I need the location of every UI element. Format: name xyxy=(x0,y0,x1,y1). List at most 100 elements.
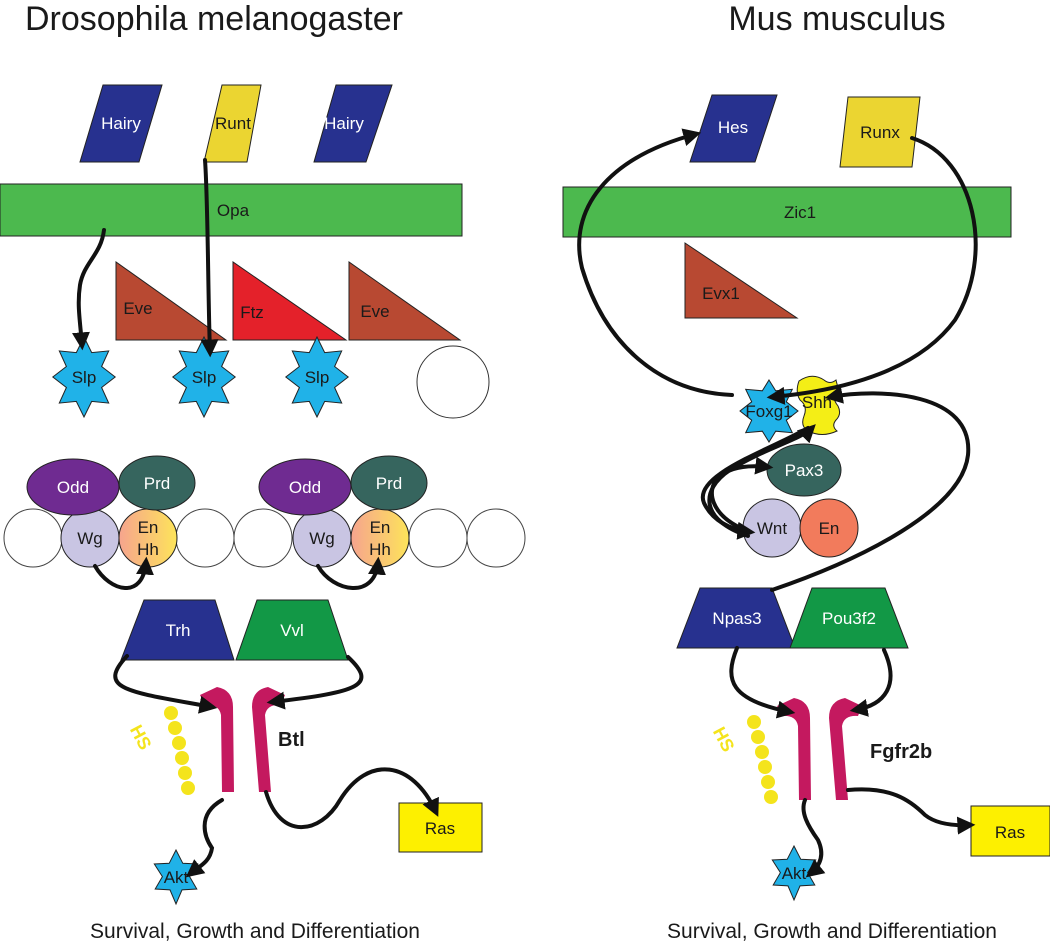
hairy-node-1: Hairy xyxy=(79,84,163,163)
en-label-2: En xyxy=(370,518,391,537)
en-node: En xyxy=(799,498,859,558)
vvl-to-btl-arrow xyxy=(266,655,364,710)
prd-node-2: Prd xyxy=(350,455,428,511)
segment-cell xyxy=(466,508,526,568)
akt-label-right: Akt xyxy=(782,864,807,883)
hh-label-1: Hh xyxy=(137,540,159,559)
foxg1-label: Foxg1 xyxy=(745,402,792,421)
en-shape xyxy=(799,498,859,558)
ras-shape-left xyxy=(398,802,483,853)
slp-node-2: Slp xyxy=(171,335,237,419)
akt-node-left: Akt xyxy=(153,848,199,906)
btl-receptor: Btl xyxy=(200,687,305,792)
hs-bead xyxy=(747,715,761,729)
wg-label-1: Wg xyxy=(77,529,103,548)
evx1-label: Evx1 xyxy=(702,284,740,303)
wg-to-enhh-arrow-2 xyxy=(316,556,386,590)
foxg1-node: Foxg1 xyxy=(739,379,799,443)
mouse-title: Mus musculus xyxy=(728,0,945,38)
btl-to-akt-arrow xyxy=(185,798,224,878)
ras-label-right: Ras xyxy=(995,823,1025,842)
odd-label-1: Odd xyxy=(57,478,89,497)
wg-label-2: Wg xyxy=(309,529,335,548)
akt-node-right: Akt xyxy=(771,844,817,902)
trh-to-btl-arrow xyxy=(113,654,218,714)
runt-shape xyxy=(203,84,262,163)
wnt-label: Wnt xyxy=(757,519,788,538)
fgfr2b-receptor-left xyxy=(777,698,811,800)
trh-shape xyxy=(120,599,235,661)
vvl-node: Vvl xyxy=(235,599,349,661)
runx-label: Runx xyxy=(860,123,900,142)
eve-label-1: Eve xyxy=(123,299,152,318)
slp-star-3 xyxy=(284,335,350,419)
vvl-label: Vvl xyxy=(280,621,304,640)
ras-label-left: Ras xyxy=(425,819,455,838)
hs-bead xyxy=(764,790,778,804)
btl-label: Btl xyxy=(278,729,305,751)
wg-cell-2: Wg xyxy=(292,508,352,568)
zic1-label: Zic1 xyxy=(784,203,816,222)
empty-cell xyxy=(416,345,490,419)
runx-node: Runx xyxy=(839,96,921,168)
hs-bead xyxy=(175,751,189,765)
hs-bead xyxy=(168,721,182,735)
prd-label-2: Prd xyxy=(376,474,402,493)
caption-left: Survival, Growth and Differentiation xyxy=(90,920,420,943)
fgfr2b-label: Fgfr2b xyxy=(870,741,932,763)
hairy-shape-1 xyxy=(79,84,163,163)
vvl-shape xyxy=(235,599,349,661)
wnt-pax3-loop-arrow-c xyxy=(707,424,816,538)
hs-bead xyxy=(178,766,192,780)
zic1-bar: Zic1 xyxy=(562,186,1012,238)
zic1-shape xyxy=(562,186,1012,238)
caption-right: Survival, Growth and Differentiation xyxy=(667,920,997,943)
segment-cell xyxy=(175,508,235,568)
eve-shape-1 xyxy=(115,261,228,341)
slp-star-1 xyxy=(51,335,117,419)
segment-cell xyxy=(3,508,63,568)
hairy-label-2: Hairy xyxy=(324,114,364,133)
en-label: En xyxy=(819,519,840,538)
ras-node-left: Ras xyxy=(398,802,483,853)
runt-to-slp-arrow xyxy=(200,158,219,358)
prd-label-1: Prd xyxy=(144,474,170,493)
prd-node-1: Prd xyxy=(118,455,196,511)
hs-bead xyxy=(172,736,186,750)
runx-to-foxg1-arrow xyxy=(766,136,978,405)
npas3-to-fgfr2b-arrow xyxy=(729,646,796,719)
pax3-label: Pax3 xyxy=(785,461,824,480)
odd-node-1: Odd xyxy=(26,458,120,516)
mouse-panel: Mus musculus Hes Runx Zic1 Evx1 Foxg1 Sh… xyxy=(562,0,1050,943)
foxg1-to-hes-arrow xyxy=(577,128,734,397)
prd-shape-1 xyxy=(118,455,196,511)
hs-bead xyxy=(164,706,178,720)
hs-bead xyxy=(758,760,772,774)
pou3f2-shape xyxy=(789,587,909,649)
hs-bead xyxy=(761,775,775,789)
eve-label-2: Eve xyxy=(360,302,389,321)
shh-label: Shh xyxy=(802,393,832,412)
fgfr2b-to-akt-arrow xyxy=(801,798,826,878)
eve-shape-2 xyxy=(348,261,462,341)
eve-node-2: Eve xyxy=(348,261,462,341)
btl-receptor-left xyxy=(200,687,234,792)
slp-node-1: Slp xyxy=(51,335,117,419)
evx1-shape xyxy=(684,242,799,319)
pou3f2-node: Pou3f2 xyxy=(789,587,909,649)
wg-cell-1: Wg xyxy=(60,508,120,568)
opa-to-slp-arrow xyxy=(72,228,106,351)
runx-shape xyxy=(839,96,921,168)
segment-cell-row xyxy=(3,508,526,568)
slp-label-1: Slp xyxy=(72,368,97,387)
hs-label-right: HS xyxy=(709,724,738,755)
opa-label: Opa xyxy=(217,201,250,220)
ftz-shape xyxy=(232,261,348,341)
evx1-node: Evx1 xyxy=(684,242,799,319)
segment-cell xyxy=(408,508,468,568)
hs-bead xyxy=(181,781,195,795)
fgfr2b-receptor: Fgfr2b xyxy=(777,698,932,800)
hs-chain-left: HS xyxy=(126,706,195,795)
wg-to-enhh-arrow-1 xyxy=(93,556,154,590)
